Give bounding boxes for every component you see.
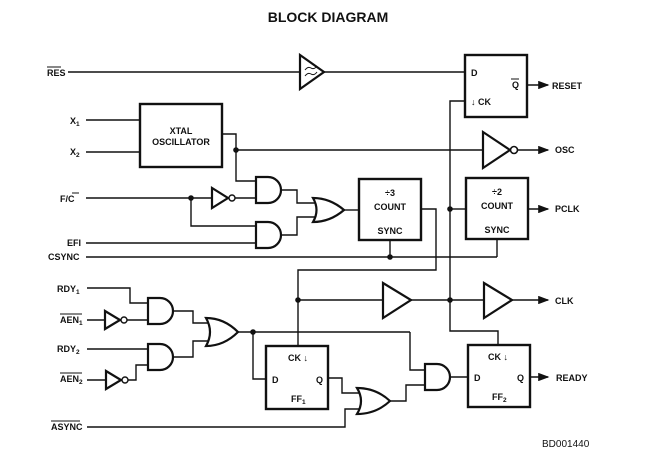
reset-flip-flop: D Q ↓ CK (463, 53, 529, 119)
div3-label-2: COUNT (374, 202, 406, 212)
wire-reset-ck (449, 100, 465, 300)
and-gate-rdy1 (146, 296, 175, 326)
or-gate-async (355, 386, 392, 416)
diagram-title: BLOCK DIAGRAM (268, 9, 389, 25)
aen1-inverter (103, 309, 128, 331)
wire-clk-to-ff2 (449, 300, 499, 345)
wire-and2-to-or (281, 216, 316, 236)
div3-label-1: ÷3 (385, 188, 395, 198)
divide-by-3-counter: ÷3 COUNT SYNC (357, 177, 423, 242)
wire-aen2-inv-out (128, 364, 148, 381)
wire-fc-to-and2 (190, 198, 256, 227)
ff2-d-label: D (474, 373, 481, 383)
divide-by-2-counter: ÷2 COUNT SYNC (464, 176, 530, 241)
input-label-efi: EFI (67, 238, 81, 248)
input-label-csync: CSYNC (48, 252, 80, 262)
input-label-res: RES (47, 68, 66, 78)
div2-label-2: COUNT (481, 201, 513, 211)
flip-flop-ff1: CK ↓ D Q FF1 (264, 344, 330, 411)
wire-div3-out (297, 208, 437, 300)
hysteresis-icon (304, 65, 318, 77)
output-label-clk: CLK (555, 296, 574, 306)
reset-ff-d-label: D (471, 68, 478, 78)
wire-osc-to-and (235, 150, 256, 182)
output-label-reset: RESET (552, 81, 583, 91)
input-label-aen1: AEN1 (60, 315, 83, 327)
or-gate-ready (204, 316, 240, 348)
ff1-ck-label: CK ↓ (288, 353, 308, 363)
osc-inverter (481, 129, 519, 171)
wire-and1-to-or (281, 189, 316, 204)
wire-ff1-q-to-or (328, 377, 360, 394)
div2-label-3: SYNC (484, 225, 510, 235)
and-gate-rdy2 (146, 342, 175, 372)
input-label-rdy2: RDY2 (57, 344, 80, 356)
input-label-x1: X1 (70, 116, 80, 128)
output-label-osc: OSC (555, 145, 575, 155)
output-label-ready: READY (556, 373, 588, 383)
junction-dot (387, 254, 393, 260)
wire-async (87, 408, 360, 428)
reset-ff-ck-label: ↓ CK (471, 97, 492, 107)
input-label-x2: X2 (70, 147, 80, 159)
ff2-name-label: FF2 (492, 392, 507, 404)
and-gate-osc (254, 175, 283, 205)
ff2-q-label: Q (517, 373, 524, 383)
flip-flop-ff2: CK ↓ D Q FF2 (466, 343, 532, 409)
ff1-q-label: Q (316, 375, 323, 385)
ff1-name-label: FF1 (291, 394, 306, 406)
ff1-d-label: D (272, 375, 279, 385)
schmitt-trigger-buffer (298, 52, 326, 92)
and-gate-ff2-d (423, 362, 452, 392)
clk-buffer-2 (482, 281, 515, 321)
input-label-async: ASYNC (51, 422, 83, 432)
input-label-rdy1: RDY1 (57, 284, 80, 296)
wire-or-async-out (390, 384, 425, 402)
output-label-pclk: PCLK (555, 204, 580, 214)
reference-code: BD001440 (542, 439, 590, 450)
input-label-aen2: AEN2 (60, 374, 83, 386)
clk-buffer-1 (381, 281, 414, 321)
xtal-label-2: OSCILLATOR (152, 137, 210, 147)
div3-label-3: SYNC (377, 226, 403, 236)
xtal-oscillator: XTAL OSCILLATOR (138, 102, 224, 169)
aen2-inverter (104, 369, 129, 391)
wire-osc-out (222, 133, 237, 150)
wire-and-rdy2-out (173, 340, 209, 358)
input-label-fc: F/C (60, 194, 75, 204)
fc-inverter (210, 186, 236, 210)
div2-label-1: ÷2 (492, 187, 502, 197)
xtal-label-1: XTAL (170, 126, 193, 136)
wire-and-rdy1-out (173, 310, 209, 324)
ff2-ck-label: CK ↓ (488, 352, 508, 362)
wire-ready-to-ff1-d (252, 332, 266, 380)
wire-ready-to-and (409, 332, 425, 371)
reset-ff-q-label: Q (512, 80, 519, 90)
wire-rdy1 (87, 287, 148, 304)
or-gate-clk-select (311, 196, 346, 224)
and-gate-efi (254, 220, 283, 250)
